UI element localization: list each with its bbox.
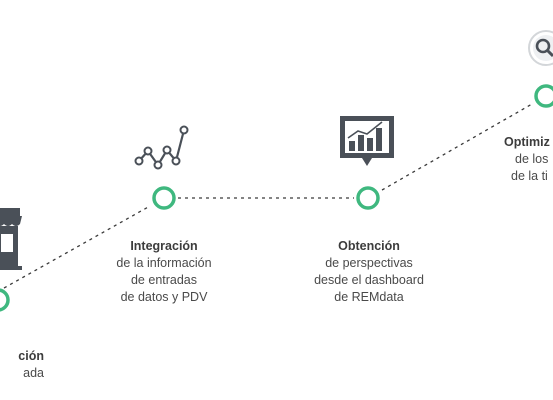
step-3-title: Obtención xyxy=(338,239,400,253)
step-3-line-3: de REMdata xyxy=(334,290,404,304)
step-1-node xyxy=(0,288,10,312)
line-chart-icon xyxy=(134,125,189,170)
step-4-title: Optimiz xyxy=(504,135,550,149)
step-3-label: Obtención de perspectivas desde el dashb… xyxy=(302,238,436,306)
step-2-line-2: de entradas xyxy=(130,273,198,287)
magnifier-icon xyxy=(528,30,553,66)
step-4-node xyxy=(534,84,553,108)
step-1-label: ción ada xyxy=(0,348,44,382)
connector-3-4 xyxy=(381,103,533,191)
step-3-line-1: de perspectivas xyxy=(325,256,413,270)
step-2-line-1: de la información xyxy=(116,256,212,270)
step-2-node xyxy=(152,186,176,210)
step-1-title: ción xyxy=(18,349,44,363)
step-3-node xyxy=(356,186,380,210)
step-3-line-2: desde el dashboard xyxy=(314,273,424,287)
step-2-label: Integración de la información de entrada… xyxy=(104,238,224,306)
bar-chart-monitor-icon xyxy=(340,116,394,166)
step-4-label: Optimiz de los de la ti xyxy=(504,134,553,185)
storefront-icon xyxy=(0,208,22,270)
step-2-line-3: de datos y PDV xyxy=(120,290,208,304)
step-4-line-2: de la ti xyxy=(511,169,548,183)
step-2-title: Integración xyxy=(130,239,198,253)
step-1-line-1: ada xyxy=(23,366,44,380)
step-4-line-1: de los xyxy=(515,152,549,166)
